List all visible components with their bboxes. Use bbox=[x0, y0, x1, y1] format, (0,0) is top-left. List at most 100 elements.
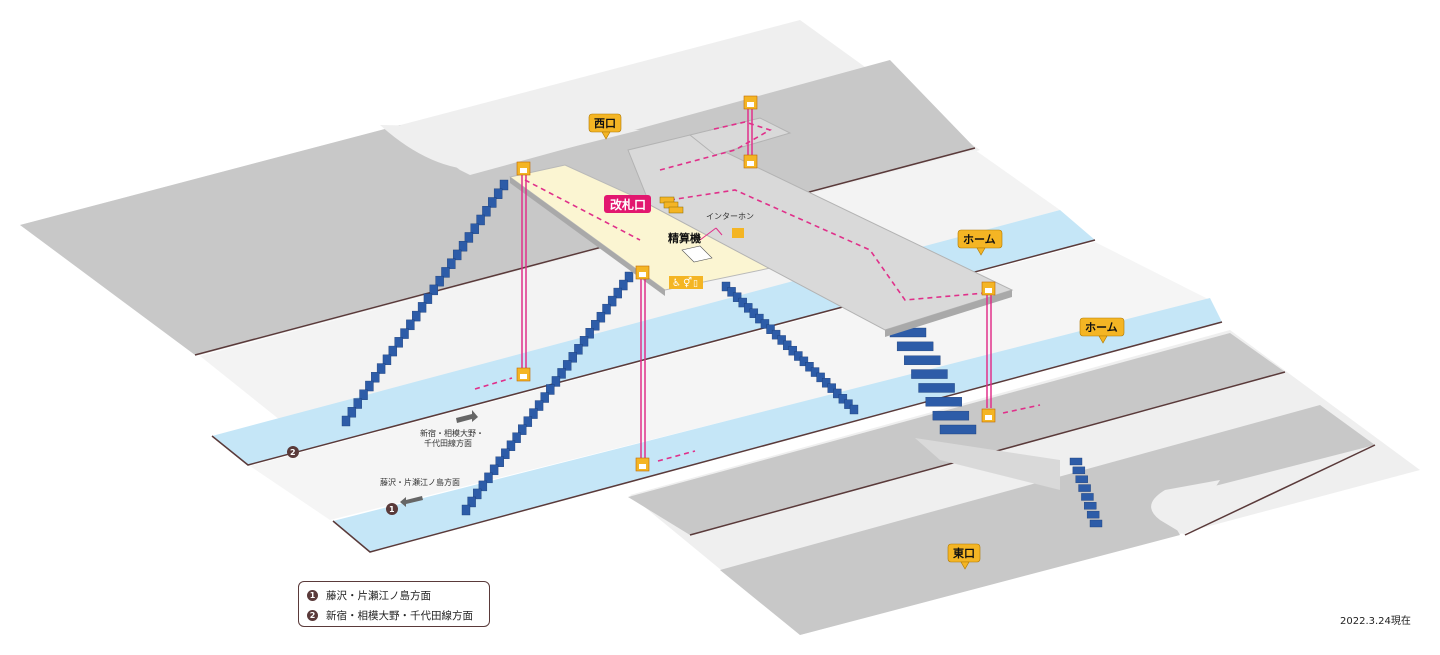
stair-step bbox=[359, 389, 368, 400]
stair-step bbox=[783, 340, 792, 351]
svg-text:藤沢・片瀬江ノ島方面: 藤沢・片瀬江ノ島方面 bbox=[380, 477, 460, 487]
stair-step bbox=[810, 367, 820, 377]
stair-step bbox=[557, 368, 566, 379]
stair-step bbox=[382, 354, 392, 366]
stair-step bbox=[918, 383, 955, 393]
route-platform1 bbox=[657, 450, 696, 462]
stair-step bbox=[546, 384, 555, 395]
platform2-direction: 新宿・相模大野・ 千代田線方面 2 bbox=[287, 410, 484, 458]
stair-step bbox=[417, 302, 427, 313]
stair-step bbox=[435, 275, 444, 287]
route-bridge bbox=[659, 121, 772, 171]
stair-step bbox=[476, 214, 485, 226]
wheelchair-icon: ♿ bbox=[672, 278, 681, 289]
svg-text:1: 1 bbox=[389, 505, 395, 514]
stair-step bbox=[512, 432, 521, 443]
stair-step bbox=[1075, 475, 1088, 483]
stair-step bbox=[904, 355, 941, 365]
stair-step bbox=[1089, 519, 1103, 528]
stair-step bbox=[489, 464, 499, 476]
platform1-direction: 藤沢・片瀬江ノ島方面 1 bbox=[380, 477, 460, 515]
stair-step bbox=[423, 293, 433, 304]
stair-step bbox=[911, 369, 948, 379]
stair-step bbox=[376, 363, 386, 374]
platform-callout-upper: ホーム bbox=[957, 229, 1003, 256]
stair-step bbox=[484, 472, 493, 484]
stair-step bbox=[347, 407, 357, 418]
stair-step bbox=[574, 344, 583, 355]
fare-adjust-label: 精算機 bbox=[668, 231, 701, 245]
legend-item: 2 新宿・相模大野・千代田線方面 bbox=[307, 605, 481, 625]
stair-step bbox=[501, 448, 510, 459]
stair-step bbox=[613, 287, 622, 299]
stair-step bbox=[821, 378, 831, 388]
legend: 1 藤沢・片瀬江ノ島方面 2 新宿・相模大野・千代田線方面 bbox=[298, 581, 490, 627]
stair-step bbox=[760, 319, 770, 329]
stair-step bbox=[766, 324, 775, 334]
stair-step bbox=[493, 188, 503, 199]
stair-step bbox=[607, 295, 617, 307]
stair-step bbox=[805, 362, 814, 372]
platform-1 bbox=[333, 298, 1222, 552]
exit-arrow-icon bbox=[456, 410, 478, 423]
stair-step bbox=[441, 267, 450, 278]
stair-step bbox=[771, 329, 781, 340]
stair-step bbox=[365, 380, 374, 392]
stair-step bbox=[400, 328, 409, 339]
stair-step bbox=[568, 352, 577, 363]
stair-step bbox=[447, 258, 456, 269]
stair-step bbox=[732, 292, 742, 302]
stair-step bbox=[744, 303, 753, 313]
stair-step bbox=[579, 336, 589, 347]
stairs-center-descending bbox=[721, 281, 859, 415]
route-platform2 bbox=[474, 377, 513, 390]
stair-step bbox=[738, 297, 747, 308]
stair-step bbox=[1072, 466, 1086, 475]
stair-step bbox=[482, 206, 491, 217]
ticket-gate-icon bbox=[659, 196, 684, 214]
stair-step bbox=[827, 383, 836, 393]
stair-step bbox=[394, 337, 403, 348]
stair-step bbox=[473, 488, 482, 500]
concourse-edge bbox=[510, 177, 665, 296]
stair-step bbox=[341, 415, 351, 427]
stair-step bbox=[371, 372, 380, 383]
stair-step bbox=[838, 394, 848, 404]
stair-step bbox=[412, 310, 421, 322]
stair-step bbox=[939, 424, 977, 435]
stairs-east bbox=[889, 327, 1103, 528]
legend-text-1: 藤沢・片瀬江ノ島方面 bbox=[326, 589, 431, 602]
stair-step bbox=[1084, 502, 1097, 510]
stair-step bbox=[429, 284, 438, 296]
svg-text:ホーム: ホーム bbox=[1085, 321, 1118, 334]
stair-step bbox=[464, 232, 474, 243]
stair-step bbox=[721, 281, 731, 292]
stair-step bbox=[749, 308, 759, 318]
stair-step bbox=[1086, 510, 1100, 519]
stair-step bbox=[591, 320, 600, 331]
stair-step bbox=[452, 249, 462, 261]
legend-num-2: 2 bbox=[307, 609, 318, 621]
exit-arrow-icon bbox=[400, 496, 423, 507]
stair-step bbox=[495, 456, 504, 467]
stair-step bbox=[518, 424, 527, 435]
stair-step bbox=[619, 279, 628, 291]
stair-step bbox=[551, 376, 561, 387]
svg-text:新宿・相模大野・: 新宿・相模大野・ bbox=[420, 428, 484, 438]
svg-text:東口: 東口 bbox=[953, 546, 975, 560]
intercom-label: インターホン bbox=[706, 212, 754, 221]
stair-step bbox=[849, 404, 859, 415]
stair-step bbox=[755, 313, 764, 324]
road-lower-2 bbox=[720, 405, 1375, 635]
stair-step bbox=[777, 335, 786, 345]
route-west bbox=[524, 179, 641, 241]
stair-step bbox=[1081, 493, 1094, 501]
stair-step bbox=[816, 372, 825, 383]
stair-step bbox=[353, 398, 362, 409]
bridge-west-stub bbox=[688, 117, 792, 156]
stair-step bbox=[794, 351, 803, 361]
stair-step bbox=[596, 311, 606, 323]
stair-step bbox=[388, 345, 398, 357]
stair-step bbox=[499, 179, 509, 191]
